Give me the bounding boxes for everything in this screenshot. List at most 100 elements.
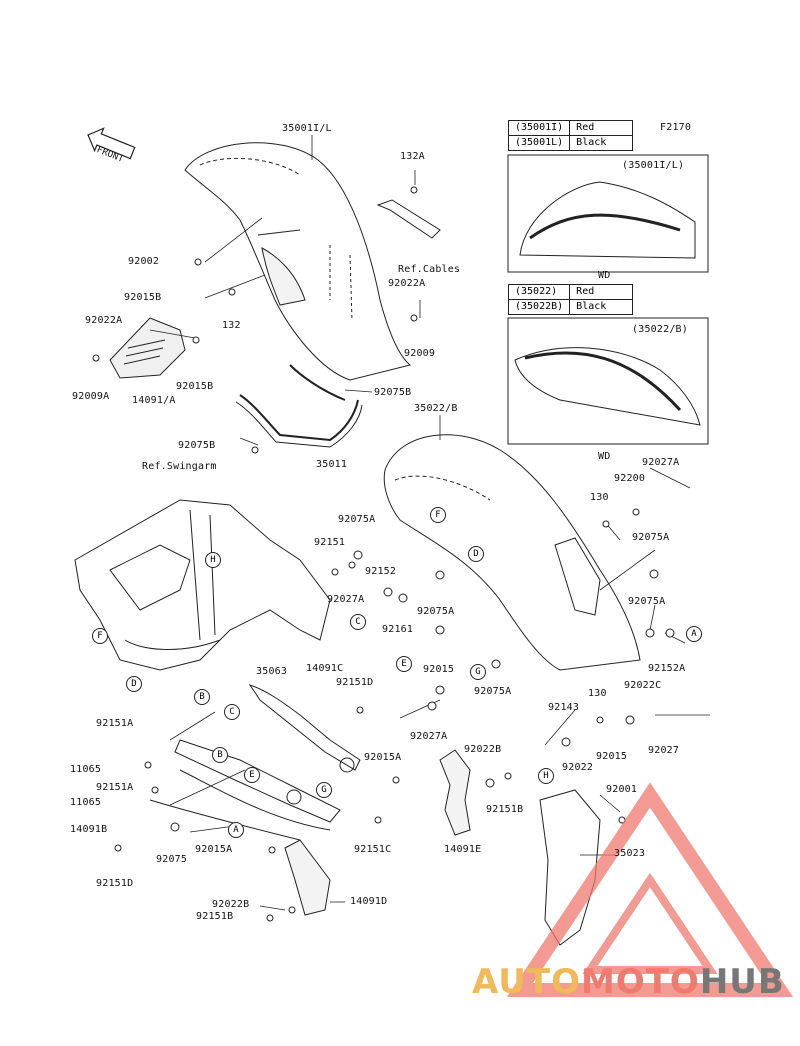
part-label: 92075B [178,440,216,451]
callout-marker: A [228,822,244,838]
front-fender-inset-drawing [519,181,696,259]
part-label: 92152 [365,566,397,577]
callout-marker: C [350,614,366,630]
callout-marker: C [224,704,240,720]
part-label: 92022B [212,899,250,910]
part-label: 92022 [562,762,594,773]
part-label: 92151B [196,911,234,922]
part-label: 92161 [382,624,414,635]
figure-code: F2170 [660,122,692,133]
front-fender-variant-table: (35001I)Red (35001L)Black [507,120,634,151]
part-label: 92075A [632,532,670,543]
leader-lines [149,135,710,911]
part-label: 92015 [423,664,455,675]
rear-fender-variant-table: (35022)Red (35022B)Black [507,284,634,315]
variant-color: Red [569,120,634,136]
callout-marker: G [470,664,486,680]
part-label: 92009A [72,391,110,402]
front-fender-stripe [529,213,681,240]
callout-marker: D [126,676,142,692]
part-label: 92075B [374,387,412,398]
part-label: 92027A [327,594,365,605]
rear-fender-inset-drawing [514,347,701,426]
bracket-35063-drawing [248,684,361,771]
part-label: 92152A [648,663,686,674]
part-label: 92075A [474,686,512,697]
part-label: 92027 [648,745,680,756]
wd-label: WD [598,270,611,281]
rear-fender-stripe [524,351,682,412]
part-label: 92075 [156,854,188,865]
fender-stay-drawing [235,364,363,448]
part-label: 132A [400,151,425,162]
part-label: 92151 [314,537,346,548]
callout-marker: E [396,656,412,672]
inset-label-rear: (35022/B) [632,324,688,335]
part-label: 92151C [354,844,392,855]
callout-marker: F [92,628,108,644]
part-label: 92015A [195,844,233,855]
part-label: 14091E [444,844,482,855]
part-label: 92015B [176,381,214,392]
part-label: 92143 [548,702,580,713]
front-side-cover-drawing [109,317,186,379]
variant-color: Black [569,299,634,315]
watermark-part: AUTO [472,962,581,1002]
part-label: 92022A [388,278,426,289]
part-label: 130 [590,492,609,503]
part-label: 92200 [614,473,646,484]
part-label: 132 [222,320,241,331]
part-label: 92022B [464,744,502,755]
callout-marker: D [468,546,484,562]
part-label: 11065 [70,764,102,775]
callout-marker: B [212,747,228,763]
variant-color: Black [569,135,634,151]
rear-fender-inset-frame [507,317,709,445]
part-label: 92075A [417,606,455,617]
inset-label-front: (35001I/L) [622,160,685,171]
part-label: 92027A [410,731,448,742]
wd-label: WD [598,451,611,462]
callout-marker: A [686,626,702,642]
variant-part: (35001L) [507,135,571,151]
callout-marker: H [538,768,554,784]
callout-marker: E [244,767,260,783]
watermark-logo-icon [506,782,794,997]
watermark-text: AUTOMOTOHUB [472,962,785,1002]
fastener-icons [92,186,675,922]
part-label: 92022A [85,315,123,326]
watermark-part: MOTO [580,962,700,1002]
part-label: 35011 [316,459,348,470]
part-label: 92151A [96,718,134,729]
part-label: 14091B [70,824,108,835]
front-fender-drawing [184,142,412,381]
ref-swingarm-label: Ref.Swingarm [142,461,217,472]
lower-bracket-drawing [149,739,355,841]
cover-35023-drawing [539,789,601,946]
part-label: 35001I/L [282,123,332,134]
part-label: 92075A [628,596,666,607]
part-label: 92151D [96,878,134,889]
part-label: 92015 [596,751,628,762]
part-label: 35022/B [414,403,458,414]
part-label: 92002 [128,256,160,267]
variant-part: (35022) [507,284,571,300]
part-label: 92001 [606,784,638,795]
part-label: 92151B [486,804,524,815]
part-label: 92075A [338,514,376,525]
part-label: 92009 [404,348,436,359]
ref-cables-label: Ref.Cables [398,264,461,275]
callout-marker: G [316,782,332,798]
part-label: 92015A [364,752,402,763]
part-label: 92015B [124,292,162,303]
part-label: 14091D [350,896,388,907]
callout-marker: H [205,552,221,568]
part-label: 92022C [624,680,662,691]
variant-part: (35022B) [507,299,571,315]
side-cover-14091d-drawing [284,839,331,916]
callout-marker: F [430,507,446,523]
callout-marker: B [194,689,210,705]
front-fender-inset-frame [507,154,709,273]
part-label: 130 [588,688,607,699]
